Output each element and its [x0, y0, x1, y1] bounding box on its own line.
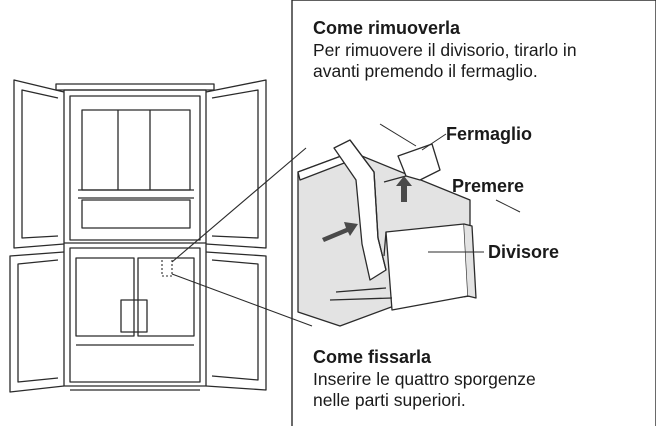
divider-panel [386, 224, 468, 310]
remove-instruction-line-1: Per rimuovere il divisorio, tirarlo in [313, 40, 577, 60]
attach-instruction-line-2: nelle parti superiori. [313, 390, 466, 410]
callout-clip: Fermaglio [446, 124, 532, 145]
attach-heading: Come fissarla [313, 347, 431, 368]
callout-press: Premere [452, 176, 524, 197]
remove-heading: Come rimuoverla [313, 18, 460, 39]
shelf-detail-illustration [298, 140, 476, 326]
callout-divider: Divisore [488, 242, 559, 263]
remove-instruction-line-2: avanti premendo il fermaglio. [313, 61, 538, 81]
attach-instruction-line-1: Inserire le quattro sporgenze [313, 369, 536, 389]
refrigerator-illustration [10, 80, 266, 392]
